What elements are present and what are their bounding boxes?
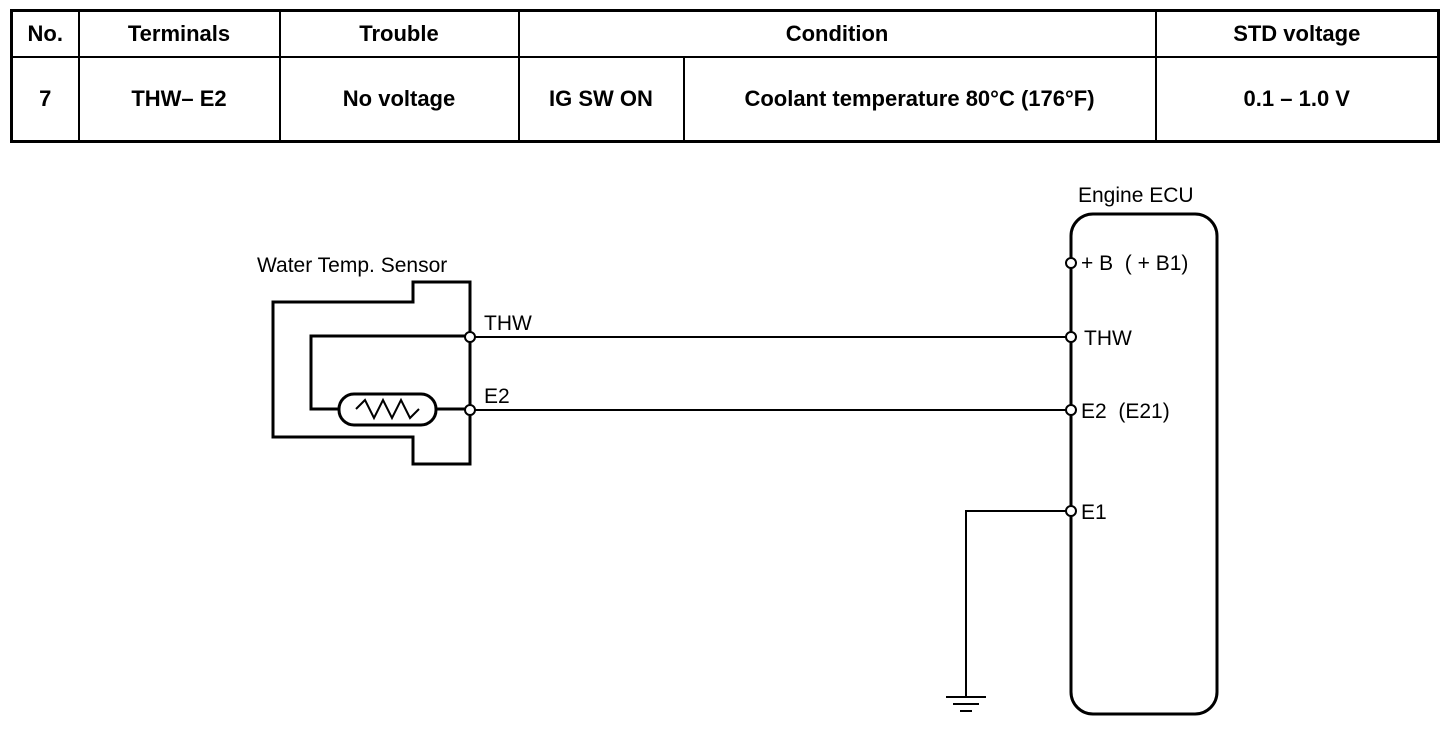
spec-table: No. Terminals Trouble Condition STD volt… <box>10 9 1441 143</box>
ecu-terminal-b-pin <box>1065 257 1077 269</box>
ecu-terminal-e2-label: E2 (E21) <box>1081 400 1170 423</box>
ecu-terminal-e2-pin <box>1065 404 1077 416</box>
cell-condition-detail: Coolant temperature 80°C (176°F) <box>682 56 1157 143</box>
cell-condition-switch: IG SW ON <box>517 56 685 143</box>
header-no: No. <box>10 9 80 58</box>
cell-no: 7 <box>10 56 80 143</box>
header-std-voltage: STD voltage <box>1154 9 1441 58</box>
ecu-terminal-e1-pin <box>1065 505 1077 517</box>
header-terminals: Terminals <box>77 9 281 58</box>
sensor-terminal-e2-label: E2 <box>484 385 510 408</box>
sensor-terminal-thw-pin <box>464 331 476 343</box>
sensor-inner-wire <box>309 334 470 411</box>
table-header-row: No. Terminals Trouble Condition STD volt… <box>10 9 1441 58</box>
ecu-label: Engine ECU <box>1078 184 1194 207</box>
ecu-box <box>1069 212 1219 716</box>
cell-terminals: THW– E2 <box>77 56 281 143</box>
table-row: 7 THW– E2 No voltage IG SW ON Coolant te… <box>10 56 1441 143</box>
ecu-terminal-thw-pin <box>1065 331 1077 343</box>
ecu-terminal-thw-label: THW <box>1084 327 1132 350</box>
sensor-label: Water Temp. Sensor <box>257 254 447 277</box>
header-condition: Condition <box>517 9 1157 58</box>
header-trouble: Trouble <box>278 9 520 58</box>
cell-trouble: No voltage <box>278 56 520 143</box>
sensor-housing <box>271 280 472 466</box>
sensor-terminal-e2-pin <box>464 404 476 416</box>
cell-std-voltage: 0.1 – 1.0 V <box>1154 56 1441 143</box>
resistor-symbol <box>355 397 420 421</box>
sensor-terminal-thw-label: THW <box>484 312 532 335</box>
ground-icon <box>946 696 986 712</box>
ecu-terminal-e1-label: E1 <box>1081 501 1107 524</box>
wire-e1 <box>965 510 1066 696</box>
ecu-terminal-b-label: + B ( + B1) <box>1081 252 1188 275</box>
